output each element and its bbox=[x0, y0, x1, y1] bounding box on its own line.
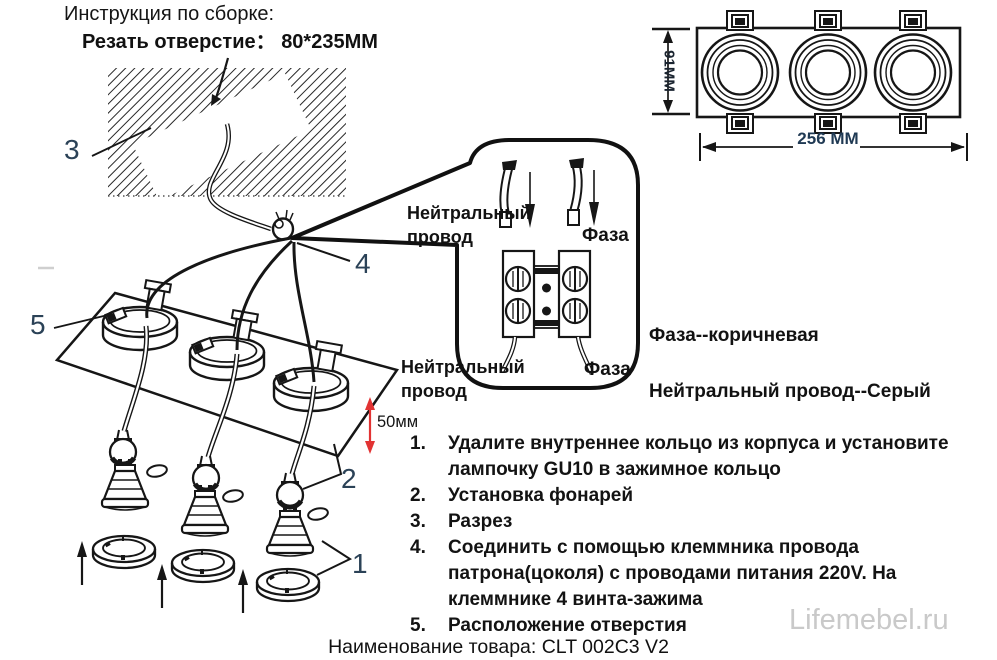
phase-label-bottom: Фаза bbox=[584, 359, 631, 380]
lamp-socket-2 bbox=[193, 456, 219, 491]
neutral-wire-label-top: Нейтральный провод bbox=[407, 203, 531, 247]
instruction-item-5: 5. Расположение отверстия bbox=[410, 613, 990, 639]
instruction-text: Удалите внутреннее кольцо из корпуса и у… bbox=[448, 433, 949, 480]
up-arrow-2 bbox=[155, 562, 169, 610]
neutral-color-note: Нейтральный провод--Серый bbox=[649, 381, 931, 402]
part-label-5: 5 bbox=[30, 309, 46, 340]
page-title: Инструкция по сборке: bbox=[64, 3, 275, 25]
part-label-4: 4 bbox=[355, 248, 371, 279]
fixture-ring-2 bbox=[188, 308, 266, 382]
fixture-spot-2 bbox=[788, 33, 868, 112]
terminal-screws bbox=[504, 265, 589, 325]
leader-part2 bbox=[302, 443, 343, 490]
instruction-number: 5. bbox=[410, 615, 426, 636]
wire-fan bbox=[145, 236, 316, 383]
instruction-item-1: 1. Удалите внутреннее кольцо из корпуса … bbox=[410, 431, 990, 483]
power-cord bbox=[206, 123, 272, 232]
lamp-wires bbox=[121, 325, 317, 475]
depth-arrow bbox=[365, 397, 375, 454]
mounting-plate bbox=[54, 291, 400, 458]
seal-rings bbox=[146, 464, 329, 521]
trim-ring-1 bbox=[91, 533, 157, 570]
part-label-2: 2 bbox=[341, 463, 357, 494]
phase-label-top: Фаза bbox=[582, 225, 629, 246]
trim-ring-2 bbox=[170, 547, 236, 584]
instruction-number: 2. bbox=[410, 485, 426, 506]
site-watermark: Lifemebel.ru bbox=[789, 604, 949, 636]
instruction-text: Разрез bbox=[448, 511, 513, 532]
recess-depth-label: 50мм bbox=[377, 413, 419, 431]
instruction-list: 1. Удалите внутреннее кольцо из корпуса … bbox=[410, 431, 990, 639]
mounting-clips bbox=[726, 10, 927, 134]
gu10-bulb-2 bbox=[180, 483, 230, 538]
cut-hole-note: Резать отверстие： 80*235ММ bbox=[82, 31, 378, 53]
gu10-bulb-3 bbox=[265, 503, 315, 558]
terminal-block bbox=[499, 249, 595, 375]
up-arrow-1 bbox=[75, 539, 89, 587]
stripped-wires bbox=[499, 158, 584, 228]
leader-part3 bbox=[91, 127, 152, 157]
instruction-number: 4. bbox=[410, 537, 426, 558]
instruction-item-3: 3. Разрез bbox=[410, 509, 990, 535]
instruction-text: Расположение отверстия bbox=[448, 615, 687, 636]
fixture-front-view bbox=[695, 10, 962, 134]
instruction-text: Установка фонарей bbox=[448, 485, 634, 506]
part-label-1: 1 bbox=[352, 548, 368, 579]
lamp-socket-3 bbox=[277, 473, 303, 508]
instruction-item-4: 4. Соединить с помощью клеммника провода… bbox=[410, 535, 990, 613]
ceiling-cutout-illustration bbox=[91, 57, 346, 201]
instruction-number: 3. bbox=[410, 511, 426, 532]
lamp-socket-1 bbox=[110, 430, 136, 465]
dimension-arrow-height bbox=[652, 27, 690, 116]
cord-knot bbox=[271, 209, 295, 241]
trim-ring-3 bbox=[255, 566, 321, 603]
phase-color-note: Фаза--коричневая bbox=[649, 325, 819, 346]
dimension-arrow-width bbox=[699, 133, 968, 161]
product-name: Наименование товара: CLT 002C3 V2 bbox=[328, 636, 669, 658]
fixture-ring-1 bbox=[101, 278, 179, 352]
width-dimension-label: 256 MM bbox=[797, 129, 859, 148]
part-label-3: 3 bbox=[64, 134, 80, 165]
instruction-number: 1. bbox=[410, 433, 426, 454]
insert-arrow-icon bbox=[211, 57, 230, 106]
instruction-text: Соединить с помощью клеммника провода па… bbox=[448, 537, 897, 610]
gu10-bulb-1 bbox=[100, 457, 150, 512]
instruction-item-2: 2. Установка фонарей bbox=[410, 483, 990, 509]
neutral-wire-label-bottom: Нейтральный провод bbox=[401, 357, 525, 401]
fixture-spot-1 bbox=[700, 33, 780, 112]
leader-part4 bbox=[296, 242, 351, 262]
cut-hole bbox=[132, 73, 312, 201]
insert-arrows bbox=[525, 170, 599, 228]
height-dimension-label: 91MM bbox=[660, 50, 678, 92]
wire-color-note: Фаза--коричневая Нейтральный провод--Сер… bbox=[649, 294, 931, 434]
fixture-spot-3 bbox=[873, 33, 953, 112]
leader-part1 bbox=[316, 540, 353, 576]
leader-part5 bbox=[53, 313, 113, 329]
up-arrow-3 bbox=[236, 567, 250, 615]
